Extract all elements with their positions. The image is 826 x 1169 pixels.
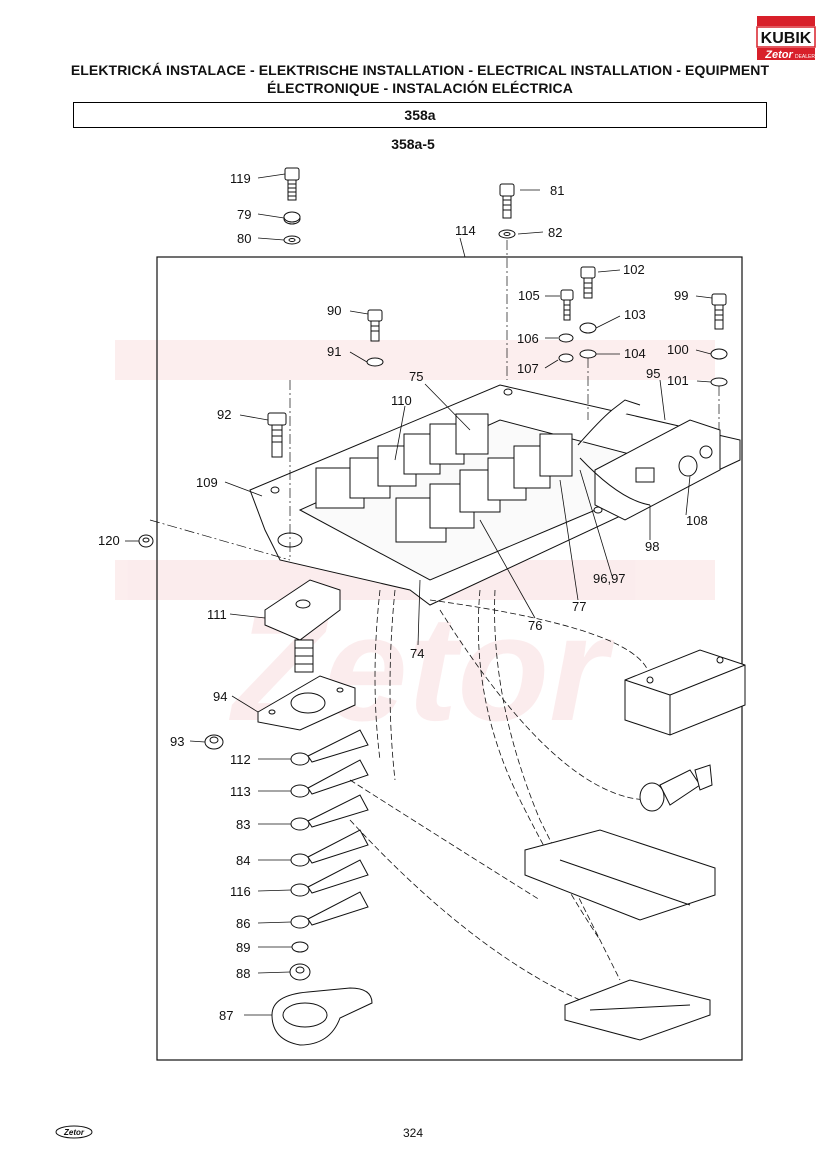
callout-114: 114 <box>455 223 476 238</box>
washer-80 <box>283 235 301 245</box>
fuse-strip <box>524 829 716 921</box>
callout-82: 82 <box>548 225 562 240</box>
callout-116: 116 <box>230 884 251 899</box>
title-line-2: ÉLECTRONIQUE - INSTALACIÓN ELÉCTRICA <box>267 80 573 96</box>
callout-104: 104 <box>624 346 646 361</box>
callout-112: 112 <box>230 752 251 767</box>
footer-logo-text: Zetor <box>63 1128 85 1137</box>
zetor-footer-logo: Zetor <box>55 1125 93 1139</box>
leader-lines <box>125 173 713 1016</box>
callout-107: 107 <box>517 361 539 376</box>
diagram-frame <box>156 256 743 1061</box>
logo-tag-text: DEALER <box>795 54 815 60</box>
bolt-92 <box>267 412 287 458</box>
nut-79 <box>283 211 301 225</box>
connector-board <box>564 979 711 1041</box>
callout-96-97: 96,97 <box>593 571 626 586</box>
logo-top-text: KUBIK <box>761 30 812 47</box>
callout-111: 111 <box>207 607 227 622</box>
callout-108: 108 <box>686 513 708 528</box>
callout-95: 95 <box>646 366 660 381</box>
section-number: 358a <box>73 102 767 128</box>
callout-labels: 119 79 80 81 82 114 102 105 103 99 90 10… <box>98 171 708 1023</box>
callout-119: 119 <box>230 171 251 186</box>
callout-110: 110 <box>391 393 412 408</box>
terminal-111 <box>264 579 341 673</box>
page-number: 324 <box>402 1126 424 1140</box>
callout-87: 87 <box>219 1008 233 1023</box>
logo-bottom-text: Zetor <box>764 49 793 61</box>
washer-82 <box>498 229 516 239</box>
callout-90: 90 <box>327 303 341 318</box>
callout-102: 102 <box>623 262 645 277</box>
bolt-102 <box>580 266 596 299</box>
dash-dot-lines <box>149 240 720 561</box>
nut-93 <box>204 734 224 750</box>
callout-100: 100 <box>667 342 689 357</box>
callout-76: 76 <box>528 618 542 633</box>
boot-87 <box>271 987 373 1046</box>
callout-103: 103 <box>624 307 646 322</box>
callout-109: 109 <box>196 475 218 490</box>
callout-105: 105 <box>518 288 540 303</box>
bolt-99 <box>711 293 727 330</box>
bolt-105 <box>560 289 574 321</box>
callout-88: 88 <box>236 966 250 981</box>
callout-79: 79 <box>237 207 251 222</box>
callout-106: 106 <box>517 331 539 346</box>
callout-120: 120 <box>98 533 120 548</box>
small-washers <box>366 322 728 387</box>
callout-98: 98 <box>645 539 659 554</box>
callout-77: 77 <box>572 599 586 614</box>
cable-lugs <box>289 729 369 981</box>
bolt-90 <box>367 309 383 342</box>
gasket-94 <box>257 675 356 731</box>
bolt-119 <box>284 167 300 201</box>
callout-99: 99 <box>674 288 688 303</box>
battery <box>624 649 746 736</box>
callout-74: 74 <box>410 646 424 661</box>
callout-113: 113 <box>230 784 251 799</box>
callout-75: 75 <box>409 369 423 384</box>
nut-120 <box>138 534 154 548</box>
callout-89: 89 <box>236 940 250 955</box>
callout-94: 94 <box>213 689 227 704</box>
plug-connector <box>639 764 713 812</box>
callout-91: 91 <box>327 344 341 359</box>
callout-81: 81 <box>550 183 564 198</box>
callout-83: 83 <box>236 817 250 832</box>
relay-board <box>249 384 741 606</box>
bolt-81 <box>499 183 515 219</box>
callout-92: 92 <box>217 407 231 422</box>
callout-84: 84 <box>236 853 250 868</box>
harness-lines <box>349 589 651 1001</box>
callout-86: 86 <box>236 916 250 931</box>
subsection-number: 358a-5 <box>391 136 435 152</box>
kubik-zetor-logo: KUBIK Zetor DEALER <box>756 16 816 61</box>
callout-80: 80 <box>237 231 251 246</box>
title-line-1: ELEKTRICKÁ INSTALACE - ELEKTRISCHE INSTA… <box>70 62 770 78</box>
callout-93: 93 <box>170 734 184 749</box>
callout-101: 101 <box>667 373 689 388</box>
